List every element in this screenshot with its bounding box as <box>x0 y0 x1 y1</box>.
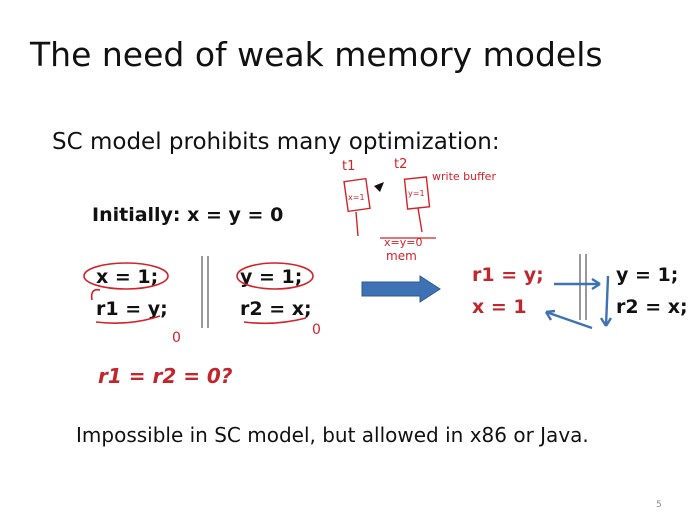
thread1-line-1: x = 1; <box>96 266 159 288</box>
t1-buffer-text: x=1 <box>348 193 365 202</box>
thread1-line-2: r1 = y; <box>96 298 168 320</box>
reorder-arrow-down-icon <box>604 275 610 327</box>
reordered-thread2-line-2: r2 = x; <box>616 296 688 318</box>
initial-condition: Initially: x = y = 0 <box>92 204 284 226</box>
circle-x-assign <box>83 262 169 290</box>
thread2-line-2: r2 = x; <box>240 298 312 320</box>
mem-label: mem <box>386 249 417 263</box>
pen-cursor-icon <box>374 182 384 192</box>
reorder-arrow-back-icon <box>545 310 593 330</box>
t2-buffer-text: y=1 <box>408 189 425 198</box>
underline-r1-read <box>90 288 161 324</box>
r1-value-annotation: 0 <box>172 330 181 346</box>
thread2-line-1: y = 1; <box>240 266 303 288</box>
reordered-thread2-line-1: y = 1; <box>616 264 679 286</box>
memory-state-text: x=y=0 <box>384 236 422 249</box>
page-number: 5 <box>656 500 662 510</box>
underline-r2-read <box>243 317 307 325</box>
circle-y-assign <box>236 262 314 290</box>
reordered-thread1-line-1: r1 = y; <box>472 264 544 286</box>
t2-label: t2 <box>394 157 407 172</box>
t1-buffer-box <box>343 177 371 213</box>
outcome-question: r1 = r2 = 0? <box>98 364 233 388</box>
t1-label: t1 <box>342 159 355 174</box>
transform-arrow-icon <box>361 275 441 303</box>
memory-diagram: t1 t2 write buffer x=1 y=1 x=y=0 mem <box>342 157 496 263</box>
reordered-thread1-line-2: x = 1 <box>472 296 527 318</box>
slide-subtitle: SC model prohibits many optimization: <box>52 129 500 155</box>
r2-value-annotation: 0 <box>312 322 321 338</box>
conclusion-text: Impossible in SC model, but allowed in x… <box>76 423 589 447</box>
write-buffer-label: write buffer <box>432 170 496 183</box>
slide-title: The need of weak memory models <box>30 35 603 74</box>
